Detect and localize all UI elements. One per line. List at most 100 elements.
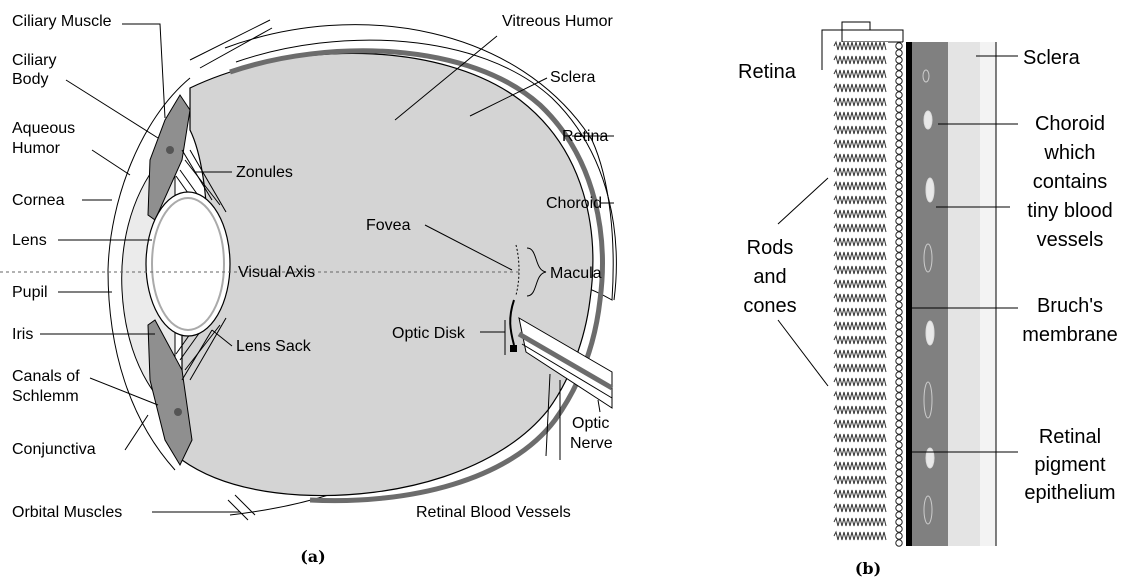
rpe-cell xyxy=(896,190,902,196)
label-rpe-line2: pigment xyxy=(1034,454,1106,476)
rpe-cell xyxy=(896,99,902,105)
rpe-cell xyxy=(896,78,902,84)
label-orbital-muscles: Orbital Muscles xyxy=(12,504,122,521)
rpe-cell xyxy=(896,484,902,490)
label-ciliary-body-line2: Body xyxy=(12,71,48,88)
rpe-cell xyxy=(896,183,902,189)
rpe-cell xyxy=(896,351,902,357)
label-sclera-b: Sclera xyxy=(1023,47,1081,69)
rpe-cell xyxy=(896,127,902,133)
rpe-cell xyxy=(896,512,902,518)
label-choroid-line5: vessels xyxy=(1037,229,1104,251)
label-choroid-line2: which xyxy=(1043,142,1095,164)
caption-a: (a) xyxy=(300,547,326,566)
label-canals-line1: Canals of xyxy=(12,368,80,385)
rpe-cell xyxy=(896,358,902,364)
rpe-cell xyxy=(896,400,902,406)
retina-layers-diagram: Retina Rods and cones Sclera Choroid whi… xyxy=(738,22,1118,578)
eye-diagram: Ciliary Muscle Ciliary Body Aqueous Humo… xyxy=(0,13,616,566)
rpe-cell xyxy=(896,491,902,497)
label-rods-line3: cones xyxy=(743,295,796,317)
rpe-cell xyxy=(896,540,902,546)
rpe-cell xyxy=(896,519,902,525)
rpe-cell xyxy=(896,498,902,504)
optic-disk-dot xyxy=(510,345,517,352)
caption-b: (b) xyxy=(855,559,881,578)
retinal-pigment-epithelium-layer xyxy=(896,43,902,546)
rpe-cell xyxy=(896,288,902,294)
rpe-cell xyxy=(896,449,902,455)
rpe-cell xyxy=(896,533,902,539)
rpe-cell xyxy=(896,330,902,336)
rpe-cell xyxy=(896,211,902,217)
rpe-cell xyxy=(896,386,902,392)
rpe-cell xyxy=(896,169,902,175)
rpe-cell xyxy=(896,295,902,301)
sclera-light-band xyxy=(980,42,996,546)
rpe-cell xyxy=(896,239,902,245)
rpe-cell xyxy=(896,344,902,350)
label-retina-b: Retina xyxy=(738,61,797,83)
rpe-cell xyxy=(896,470,902,476)
rpe-cell xyxy=(896,428,902,434)
label-lens-sack: Lens Sack xyxy=(236,338,312,355)
rpe-cell xyxy=(896,505,902,511)
label-choroid-line3: contains xyxy=(1033,171,1108,193)
rpe-cell xyxy=(896,477,902,483)
label-aqueous-humor-line1: Aqueous xyxy=(12,120,75,137)
label-canals-line2: Schlemm xyxy=(12,388,79,405)
rpe-cell xyxy=(896,50,902,56)
label-rods-line1: Rods xyxy=(747,237,794,259)
label-retina-a: Retina xyxy=(562,128,608,145)
label-choroid-line4: tiny blood xyxy=(1027,200,1113,222)
rpe-cell xyxy=(896,92,902,98)
rpe-cell xyxy=(896,442,902,448)
rpe-cell xyxy=(896,155,902,161)
rpe-cell xyxy=(896,435,902,441)
rpe-cell xyxy=(896,253,902,259)
rpe-cell xyxy=(896,57,902,63)
rpe-cell xyxy=(896,197,902,203)
rpe-cell xyxy=(896,302,902,308)
lens xyxy=(152,198,224,330)
upper-orbit-line xyxy=(190,20,270,60)
label-iris: Iris xyxy=(12,326,33,343)
label-aqueous-humor-line2: Humor xyxy=(12,140,61,157)
rpe-cell xyxy=(896,162,902,168)
rpe-cell xyxy=(896,309,902,315)
rpe-cell xyxy=(896,526,902,532)
rpe-cell xyxy=(896,463,902,469)
rpe-cell xyxy=(896,456,902,462)
rpe-cell xyxy=(896,414,902,420)
rpe-cell xyxy=(896,148,902,154)
label-retinal-blood-vessels: Retinal Blood Vessels xyxy=(416,504,571,521)
rpe-cell xyxy=(896,232,902,238)
rpe-cell xyxy=(896,113,902,119)
rpe-cell xyxy=(896,337,902,343)
rpe-cell xyxy=(896,134,902,140)
rpe-cell xyxy=(896,365,902,371)
rpe-cell xyxy=(896,204,902,210)
rpe-cell xyxy=(896,281,902,287)
rpe-cell xyxy=(896,225,902,231)
label-conjunctiva: Conjunctiva xyxy=(12,441,96,458)
label-sclera-a: Sclera xyxy=(550,69,595,86)
label-choroid-a: Choroid xyxy=(546,195,602,212)
label-rpe-line1: Retinal xyxy=(1039,426,1101,448)
label-bruch-line2: membrane xyxy=(1022,324,1118,346)
rpe-cell xyxy=(896,120,902,126)
label-bruch-line1: Bruch's xyxy=(1037,295,1103,317)
rpe-cell xyxy=(896,218,902,224)
rpe-cell xyxy=(896,407,902,413)
label-ciliary-muscle: Ciliary Muscle xyxy=(12,13,112,30)
rpe-cell xyxy=(896,372,902,378)
rpe-cell xyxy=(896,85,902,91)
rpe-cell xyxy=(896,43,902,49)
label-visual-axis: Visual Axis xyxy=(238,264,315,281)
rpe-cell xyxy=(896,176,902,182)
lower-orbit-line xyxy=(228,500,248,520)
rpe-cell xyxy=(896,260,902,266)
label-zonules: Zonules xyxy=(236,164,293,181)
label-optic-nerve-line2: Nerve xyxy=(570,435,613,452)
rpe-cell xyxy=(896,421,902,427)
